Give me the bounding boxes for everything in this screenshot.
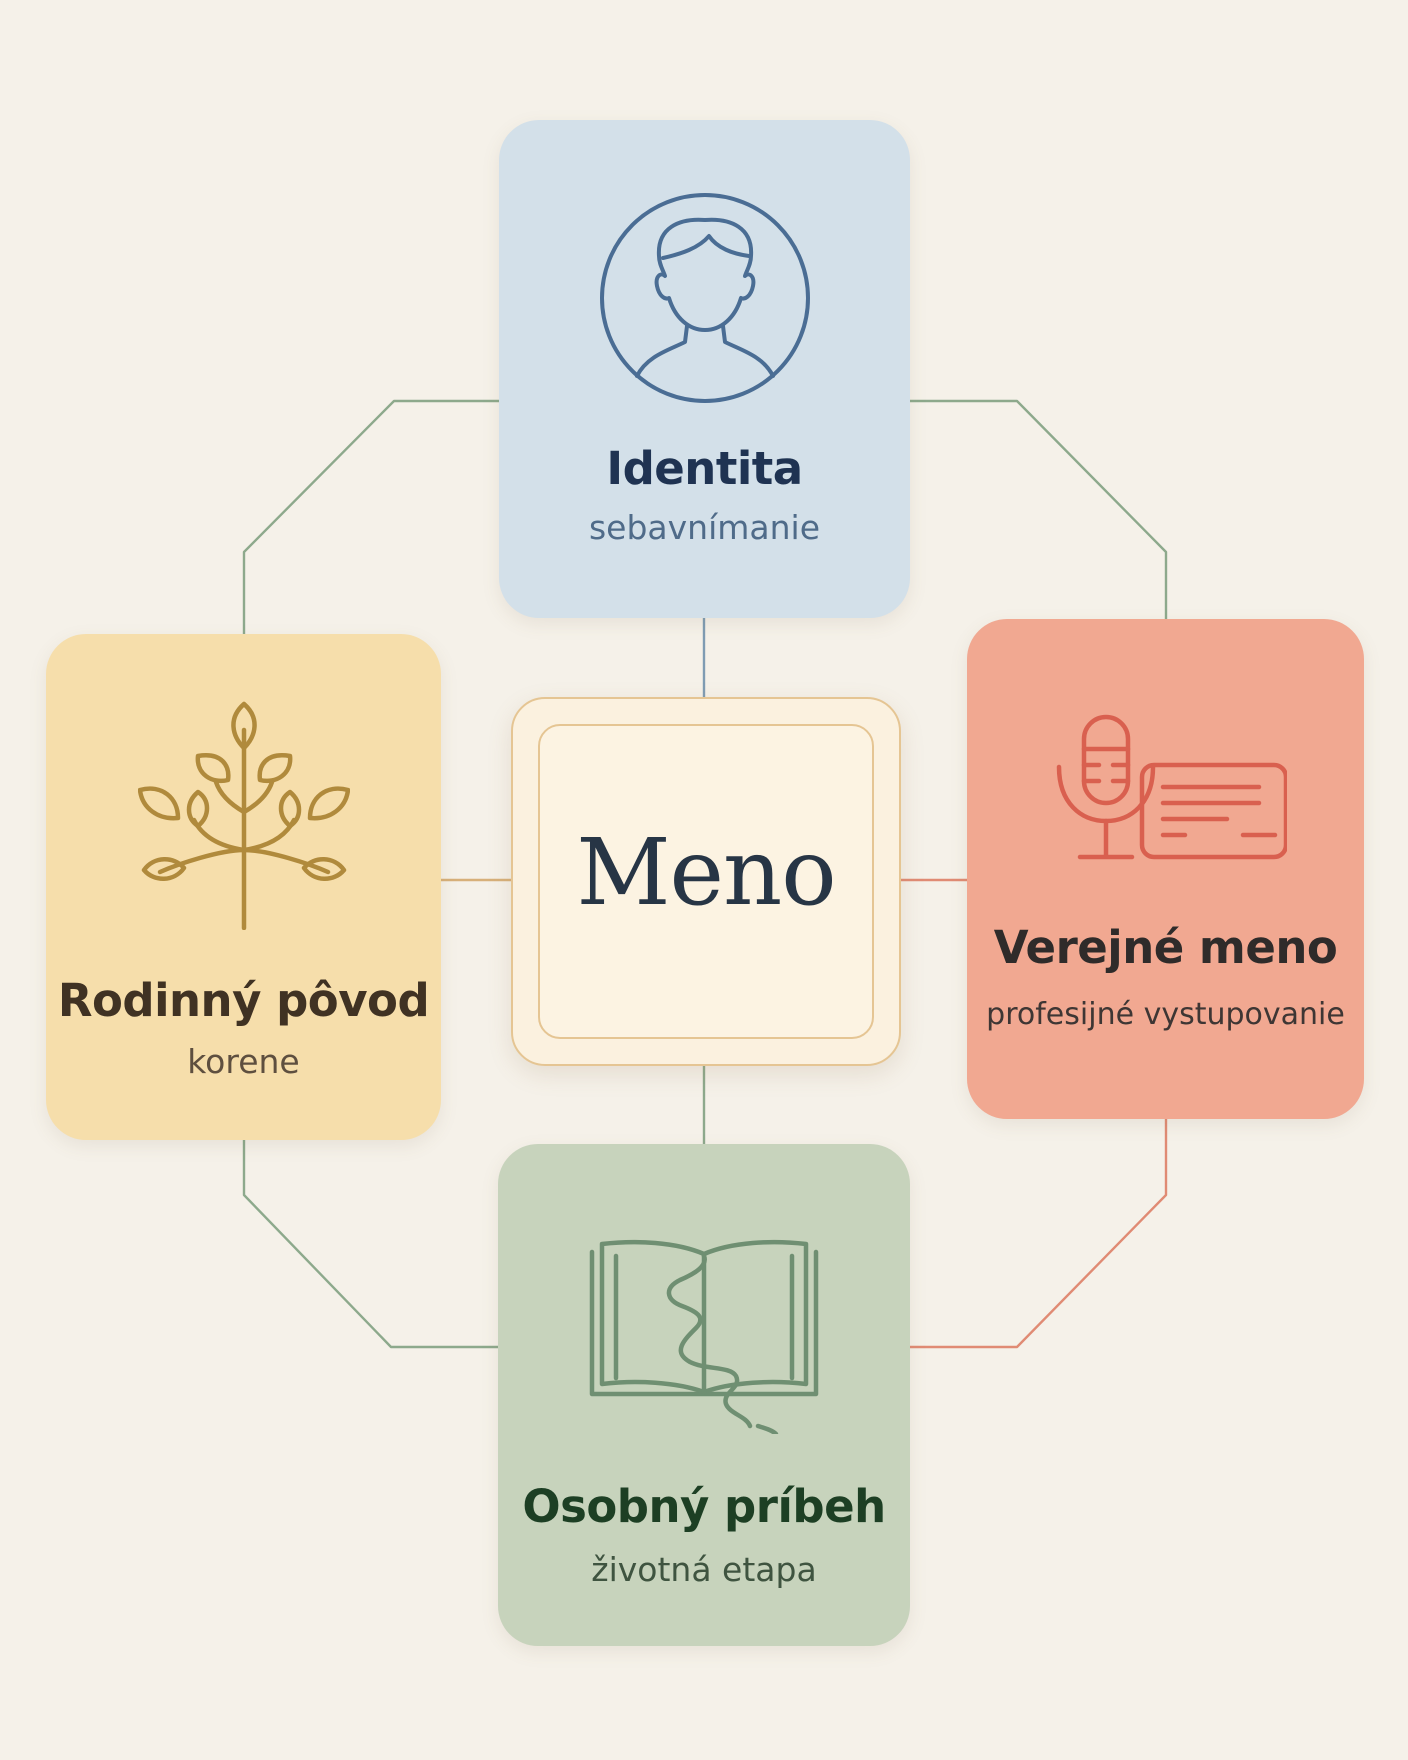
node-subtitle: profesijné vystupovanie <box>986 997 1345 1032</box>
center-node[interactable]: Meno <box>511 697 901 1066</box>
tree-sprout-icon <box>138 701 350 930</box>
ring-connector-bottom-left <box>242 1140 498 1349</box>
identity-card[interactable]: Identita sebavnímanie <box>499 120 910 618</box>
microphone-card-icon <box>1056 714 1287 860</box>
center-node-inner-frame <box>538 724 874 1039</box>
center-node-label: Meno <box>576 819 836 926</box>
person-icon <box>600 193 810 403</box>
ring-connector-bottom-right <box>910 1119 1168 1349</box>
node-title: Osobný príbeh <box>522 1480 886 1533</box>
ring-connector-top-left <box>242 399 499 634</box>
node-title: Verejné meno <box>993 921 1338 974</box>
personal-story-card[interactable]: Osobný príbeh životná etapa <box>498 1144 910 1646</box>
ring-connector-top-right <box>910 399 1168 619</box>
node-title: Rodinný pôvod <box>57 974 430 1027</box>
node-subtitle: životná etapa <box>591 1550 817 1589</box>
node-subtitle: korene <box>187 1042 300 1081</box>
public-name-card[interactable]: Verejné meno profesijné vystupovanie <box>967 619 1364 1119</box>
family-origin-card[interactable]: Rodinný pôvod korene <box>46 634 441 1140</box>
node-title: Identita <box>606 442 803 495</box>
node-subtitle: sebavnímanie <box>588 508 821 547</box>
open-book-path-icon <box>589 1239 819 1434</box>
